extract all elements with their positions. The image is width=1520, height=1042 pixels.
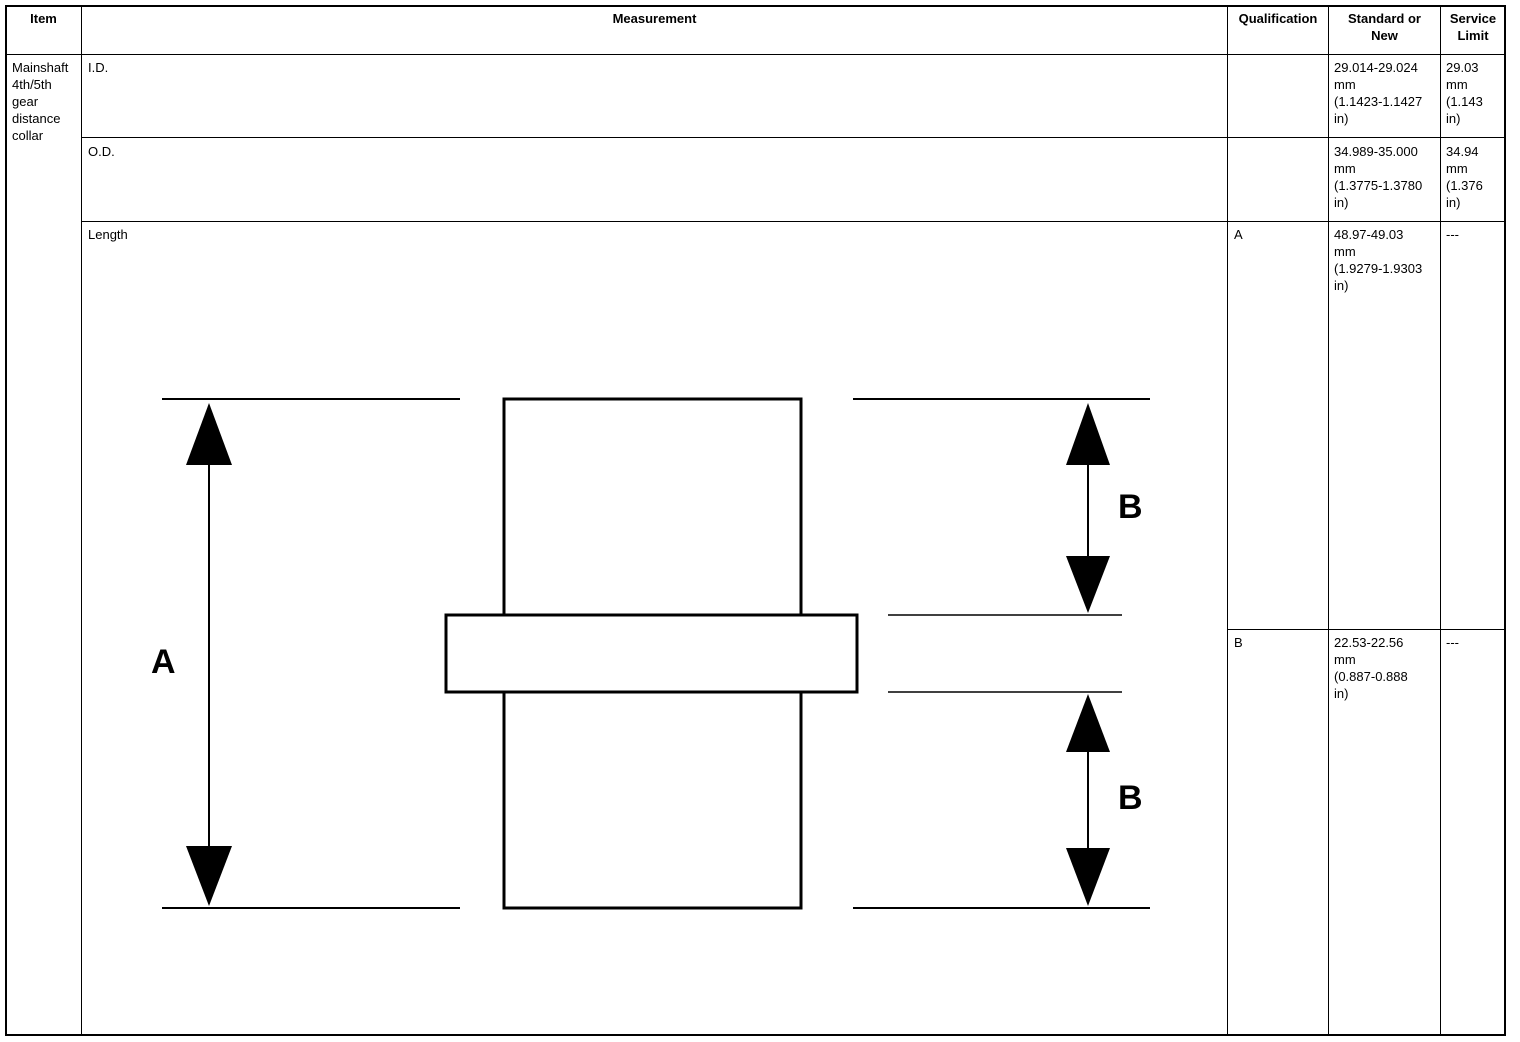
measurement-id: I.D.	[88, 60, 109, 75]
header-item: Item	[30, 11, 57, 26]
col-divider-qualification	[1328, 6, 1329, 1035]
spec-table-frame	[5, 5, 1506, 1036]
collar-outline	[444, 397, 859, 910]
qualification-a: A	[1234, 227, 1243, 242]
dimension-b-top-arrow-down	[1066, 556, 1110, 613]
dimension-b-top-label: B	[1118, 488, 1143, 526]
dimension-a-arrow-up	[186, 403, 232, 465]
header-divider	[6, 54, 1505, 55]
dimension-b-bottom-label: B	[1118, 779, 1143, 817]
collar-lower-body	[502, 690, 803, 910]
standard-id: 29.014-29.024 mm (1.1423-1.1427 in)	[1334, 60, 1423, 126]
dimension-a: A	[151, 403, 232, 906]
dimension-b-top: B	[1066, 403, 1143, 613]
dimension-b-top-arrow-up	[1066, 403, 1110, 465]
dimension-b-bottom-arrow-up	[1066, 694, 1110, 752]
dimension-a-arrow-down	[186, 846, 232, 906]
item-name: Mainshaft 4th/5th gear distance collar	[12, 60, 69, 143]
standard-b: 22.53-22.56 mm (0.887-0.888 in)	[1334, 635, 1408, 701]
header-qualification: Qualification	[1238, 11, 1318, 26]
qualification-b: B	[1234, 635, 1243, 650]
service-a: ---	[1446, 227, 1459, 242]
row-divider-id	[81, 137, 1505, 138]
header-standard: Standard or New	[1348, 11, 1421, 43]
measurement-length: Length	[88, 227, 128, 242]
dimension-b-bottom-arrow-down	[1066, 848, 1110, 906]
measurement-od: O.D.	[88, 144, 115, 159]
row-divider-od	[81, 221, 1505, 222]
collar-upper-body	[502, 397, 803, 617]
row-divider-length-a	[1227, 629, 1505, 630]
extension-lines	[162, 398, 1150, 909]
service-b: ---	[1446, 635, 1459, 650]
header-measurement: Measurement	[612, 11, 697, 26]
dimension-b-bottom: B	[1066, 694, 1143, 906]
col-divider-standard	[1440, 6, 1441, 1035]
dimension-a-label: A	[151, 643, 176, 681]
header-service-limit: Service Limit	[1449, 11, 1497, 43]
service-id: 29.03 mm (1.143 in)	[1446, 60, 1483, 126]
collar-flange	[444, 613, 859, 694]
service-od: 34.94 mm (1.376 in)	[1446, 144, 1483, 210]
standard-a: 48.97-49.03 mm (1.9279-1.9303 in)	[1334, 227, 1423, 293]
standard-od: 34.989-35.000 mm (1.3775-1.3780 in)	[1334, 144, 1423, 210]
col-divider-item	[81, 6, 82, 1035]
col-divider-measurement	[1227, 6, 1228, 1035]
